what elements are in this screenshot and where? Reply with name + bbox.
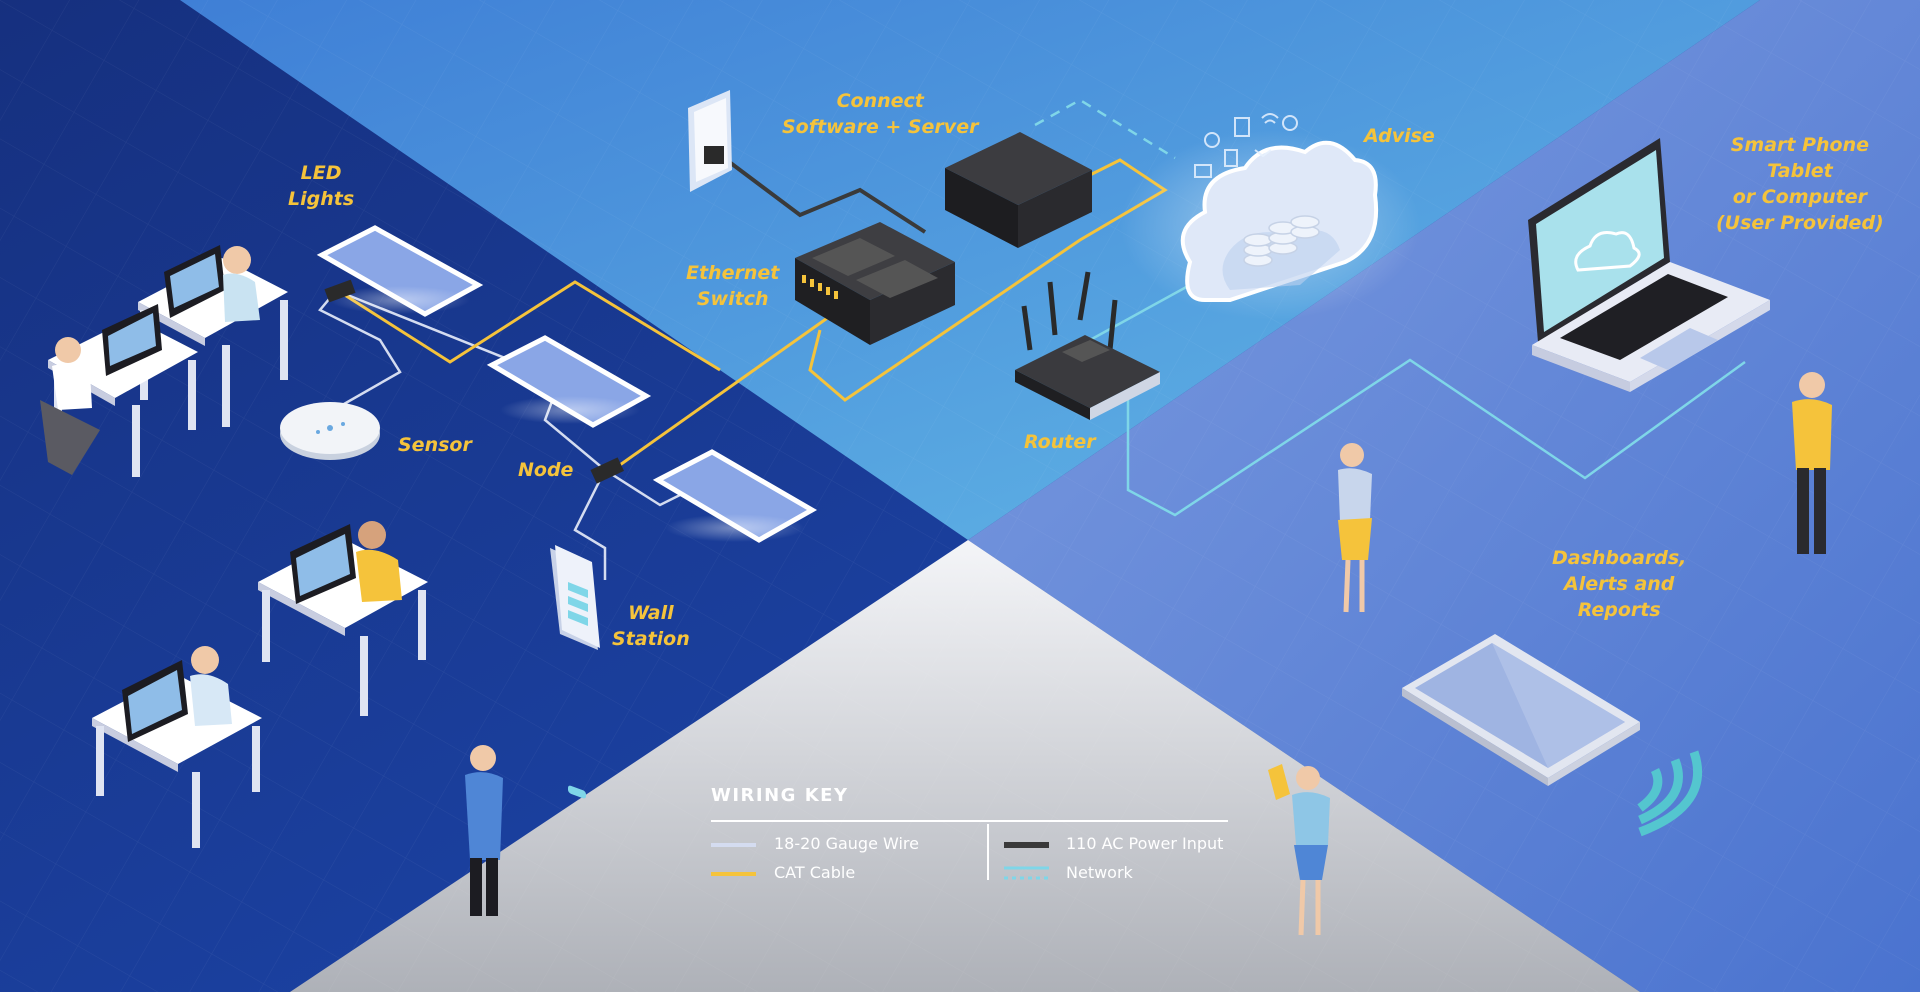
wiring-key-network-label: Network bbox=[1066, 863, 1133, 882]
node-box bbox=[590, 457, 624, 484]
ethernet-switch-device bbox=[795, 222, 955, 345]
sensor-label: Sensor bbox=[398, 434, 472, 456]
server-device bbox=[945, 132, 1092, 248]
power-cables bbox=[718, 153, 927, 234]
router-device bbox=[1015, 271, 1160, 420]
person-standing bbox=[1792, 372, 1832, 554]
wiring-key-title: WIRING KEY bbox=[711, 785, 849, 806]
sensor-device bbox=[280, 402, 380, 460]
wiring-key-power-label: 110 AC Power Input bbox=[1066, 834, 1224, 853]
cat-cables bbox=[339, 158, 1168, 474]
person-standing bbox=[1338, 443, 1372, 613]
wall-outlet bbox=[688, 90, 732, 192]
advise-label: Advise bbox=[1364, 125, 1435, 147]
led-light-panel bbox=[652, 449, 818, 543]
led-light-panel bbox=[316, 225, 484, 317]
node-label: Node bbox=[518, 459, 574, 481]
wall-station-device bbox=[550, 545, 600, 799]
person-standing bbox=[1268, 764, 1330, 936]
router-label: Router bbox=[1024, 431, 1096, 453]
led-light-panel bbox=[486, 335, 652, 428]
wiring-key-gauge-wire-label: 18-20 Gauge Wire bbox=[774, 834, 919, 853]
laptop-device bbox=[1528, 138, 1770, 392]
analytics-icons bbox=[1194, 113, 1298, 178]
tablet-device bbox=[1402, 634, 1640, 786]
wiring-key-lines bbox=[711, 820, 1228, 880]
wiring-key-cat-cable-label: CAT Cable bbox=[774, 863, 856, 882]
wifi-signal-icon bbox=[1637, 750, 1703, 837]
cloud-icon bbox=[1120, 130, 1420, 320]
office-workers bbox=[40, 245, 428, 848]
person-standing bbox=[465, 745, 503, 916]
led-node-box bbox=[324, 279, 356, 303]
